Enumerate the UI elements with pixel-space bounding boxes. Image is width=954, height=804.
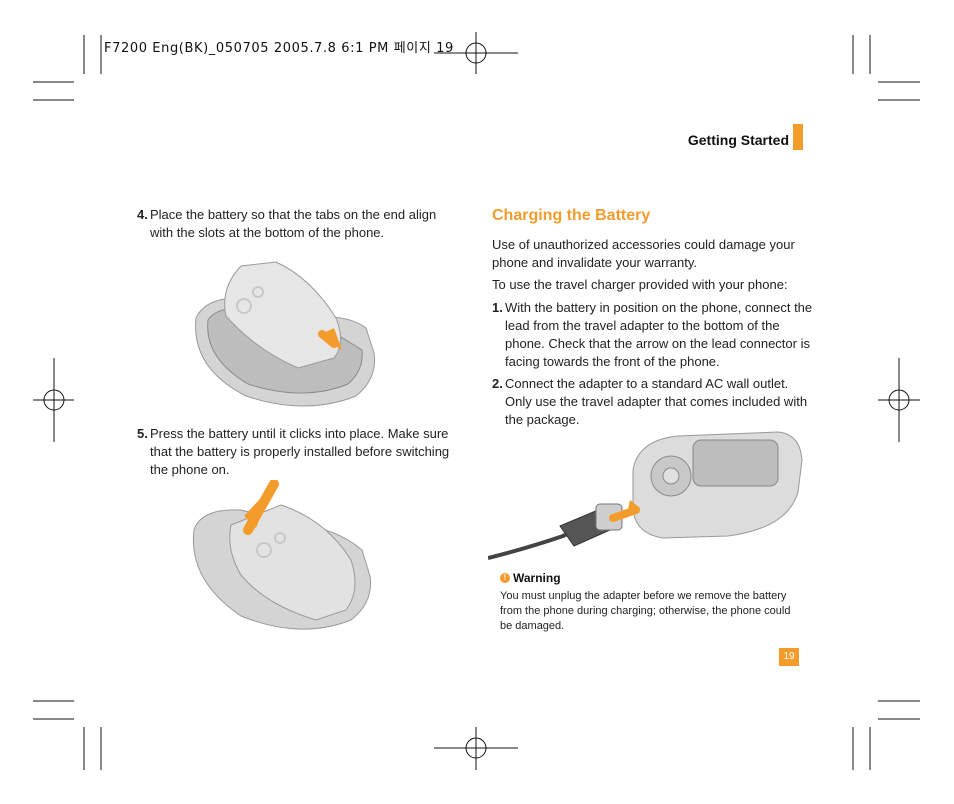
step-2: 2. Connect the adapter to a standard AC …	[492, 375, 815, 429]
step-number: 1.	[492, 300, 503, 315]
step-text: Connect the adapter to a standard AC wal…	[505, 376, 808, 427]
step-text: Place the battery so that the tabs on th…	[150, 207, 437, 240]
step-5: 5. Press the battery until it clicks int…	[137, 425, 462, 479]
step-number: 2.	[492, 376, 503, 391]
intro-paragraph-2: To use the travel charger provided with …	[492, 277, 788, 292]
charger-connection-illustration	[488, 431, 803, 560]
step-text: Press the battery until it clicks into p…	[150, 426, 450, 477]
step-1: 1. With the battery in position on the p…	[492, 299, 815, 371]
step-text: With the battery in position on the phon…	[505, 300, 813, 369]
step-number: 5.	[137, 426, 148, 441]
section-title: Getting Started	[687, 132, 789, 148]
battery-insert-illustration	[195, 261, 376, 407]
page-number: 19	[779, 648, 799, 666]
step-4: 4. Place the battery so that the tabs on…	[137, 206, 460, 242]
section-heading: Charging the Battery	[492, 207, 651, 224]
print-header: F7200 Eng(BK)_050705 2005.7.8 6:1 PM 페이지…	[104, 41, 454, 56]
warning-title: ! Warning	[500, 571, 561, 585]
warning-icon: !	[500, 573, 510, 583]
battery-press-illustration	[192, 480, 372, 630]
warning-label: Warning	[513, 571, 561, 585]
section-tab	[793, 124, 803, 150]
warning-text: You must unplug the adapter before we re…	[500, 590, 791, 632]
step-number: 4.	[137, 207, 148, 222]
intro-paragraph-1: Use of unauthorized accessories could da…	[492, 237, 795, 270]
